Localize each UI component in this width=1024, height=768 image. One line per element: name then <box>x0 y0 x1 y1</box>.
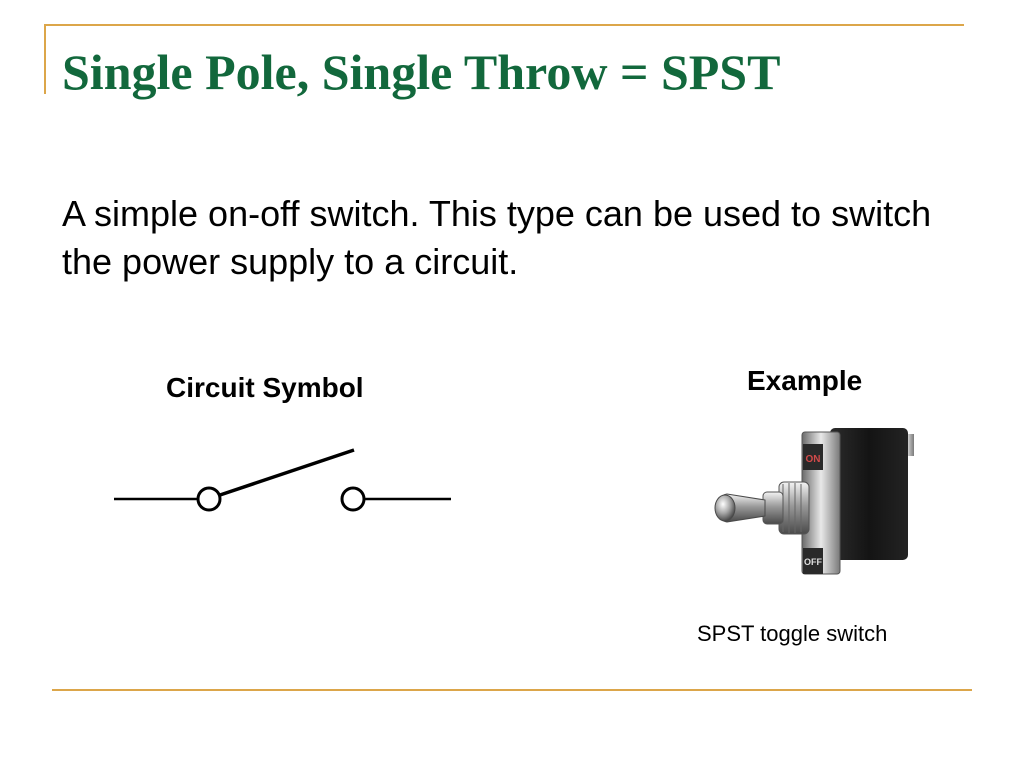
slide-title: Single Pole, Single Throw = SPST <box>62 44 781 100</box>
example-label: Example <box>747 365 863 396</box>
spst-circuit-symbol <box>114 448 451 512</box>
left-contact-terminal <box>196 486 222 512</box>
on-label-plate <box>803 444 823 470</box>
left-rule <box>44 24 46 94</box>
on-marking-text: ON <box>806 454 821 465</box>
lever-tip-icon <box>714 494 736 522</box>
example-caption: SPST toggle switch <box>697 621 888 646</box>
threaded-collar <box>762 491 784 525</box>
off-marking-text: OFF <box>804 557 822 567</box>
bushing-group <box>762 481 810 535</box>
switch-lever-line <box>219 448 355 497</box>
toggle-switch-image: ON OFF <box>714 428 914 575</box>
right-contact-terminal <box>340 486 366 512</box>
toggle-lever-group <box>714 493 766 523</box>
off-label-plate <box>803 548 823 574</box>
bottom-rule <box>52 689 972 691</box>
switch-body <box>830 428 908 560</box>
switch-body-group: ON OFF <box>801 428 914 575</box>
circuit-symbol-label: Circuit Symbol <box>166 372 364 403</box>
slide-body-text: A simple on-off switch. This type can be… <box>62 193 932 282</box>
top-rule <box>44 24 964 26</box>
